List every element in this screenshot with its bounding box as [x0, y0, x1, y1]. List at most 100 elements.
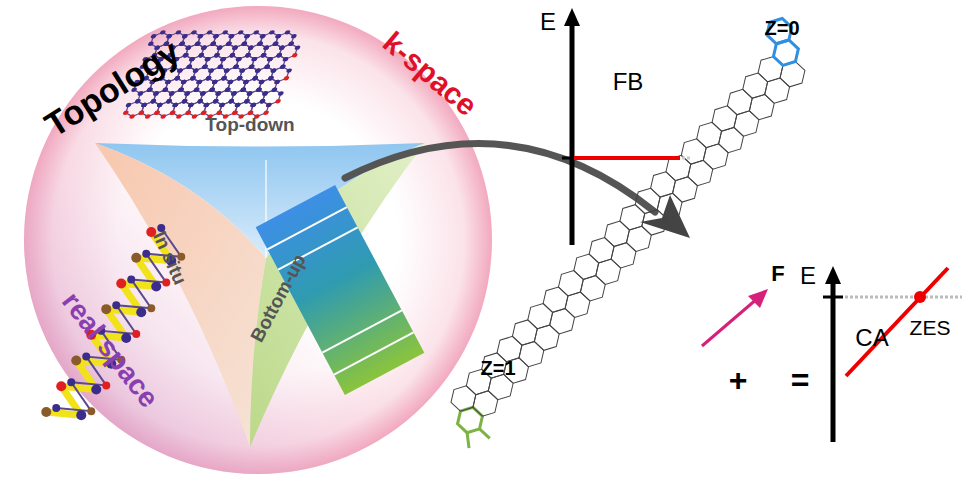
- atom: [235, 57, 242, 61]
- atom: [174, 76, 181, 80]
- atom: [191, 114, 198, 118]
- atom: [192, 68, 199, 72]
- atom: [137, 91, 144, 95]
- atom: [283, 76, 290, 80]
- atom: [87, 407, 95, 415]
- atom: [162, 88, 169, 92]
- axis-tick: [823, 296, 843, 299]
- atom: [275, 34, 282, 38]
- atom: [210, 42, 217, 46]
- atom: [257, 42, 264, 46]
- atom: [232, 45, 239, 49]
- atom: [234, 103, 241, 107]
- atom: [229, 53, 236, 57]
- atom: [177, 68, 184, 72]
- atom: [181, 34, 188, 38]
- atom: [243, 80, 250, 84]
- atom: [294, 45, 301, 49]
- atom: [188, 103, 195, 107]
- atom: [82, 353, 90, 361]
- atom: [194, 42, 201, 46]
- atom: [172, 103, 179, 107]
- atom: [241, 42, 248, 46]
- end-label: Z=0: [764, 18, 799, 38]
- atom: [213, 34, 220, 38]
- atom: [212, 99, 219, 103]
- atom: [138, 110, 145, 114]
- atom: [262, 91, 269, 95]
- atom: [258, 80, 265, 84]
- atom: [76, 410, 86, 420]
- atom: [243, 99, 250, 103]
- atom: [197, 34, 204, 38]
- atom: [197, 99, 204, 103]
- atom: [247, 45, 254, 49]
- atom: [205, 76, 212, 80]
- atom: [112, 301, 120, 309]
- ribbon-hex: [600, 217, 634, 251]
- atom: [203, 103, 210, 107]
- curved-arrow: [345, 144, 655, 212]
- atom: [247, 45, 254, 49]
- ribbon-hex: [707, 101, 741, 135]
- atom: [255, 68, 262, 72]
- atom: [180, 80, 187, 84]
- atom: [201, 65, 208, 69]
- atom: [224, 88, 231, 92]
- atom: [177, 68, 184, 72]
- atom: [228, 99, 235, 103]
- atom: [234, 103, 241, 107]
- atom: [282, 57, 289, 61]
- force-label: F: [771, 263, 784, 285]
- ribbon-hex: [523, 299, 557, 333]
- atom: [272, 42, 279, 46]
- atom: [201, 45, 208, 49]
- atom: [52, 404, 60, 412]
- atom: [290, 34, 297, 38]
- atom: [277, 91, 284, 95]
- halo-circle: [24, 6, 492, 474]
- atom: [156, 103, 163, 107]
- atom: [284, 30, 291, 34]
- method-label: Top-down: [205, 115, 294, 134]
- energy-axis: [831, 282, 836, 442]
- atom: [255, 88, 262, 92]
- atom: [122, 110, 129, 114]
- atom: [246, 91, 253, 95]
- atom: [150, 99, 157, 103]
- atom: [182, 53, 189, 57]
- atom: [186, 65, 193, 69]
- atom: [213, 34, 220, 38]
- atom: [216, 45, 223, 49]
- atom: [267, 76, 274, 80]
- atom: [251, 57, 258, 61]
- atom: [204, 57, 211, 61]
- ribbon-hex: [692, 118, 726, 152]
- atom: [192, 68, 199, 72]
- operator: +: [729, 364, 748, 396]
- atom: [227, 80, 234, 84]
- nanoribbon: [417, 14, 835, 454]
- in-situ-lobe: [95, 143, 266, 447]
- atom: [185, 45, 192, 49]
- ribbon-hex: [631, 184, 665, 218]
- atom: [208, 68, 215, 72]
- atom: [267, 57, 274, 61]
- force-arrow: [702, 298, 758, 346]
- ribbon-hex: [677, 134, 711, 168]
- atom: [201, 45, 208, 49]
- atom: [267, 57, 274, 61]
- atom: [200, 91, 207, 95]
- ribbon-hex: [723, 85, 757, 119]
- atom: [233, 65, 240, 69]
- atom: [198, 53, 205, 57]
- atom: [141, 103, 148, 107]
- atom: [244, 34, 251, 38]
- atom: [225, 42, 232, 46]
- atom: [274, 80, 281, 84]
- atom: [235, 57, 242, 61]
- atom: [265, 103, 272, 107]
- atom: [71, 356, 81, 366]
- atom: [239, 68, 246, 72]
- atom: [184, 91, 191, 95]
